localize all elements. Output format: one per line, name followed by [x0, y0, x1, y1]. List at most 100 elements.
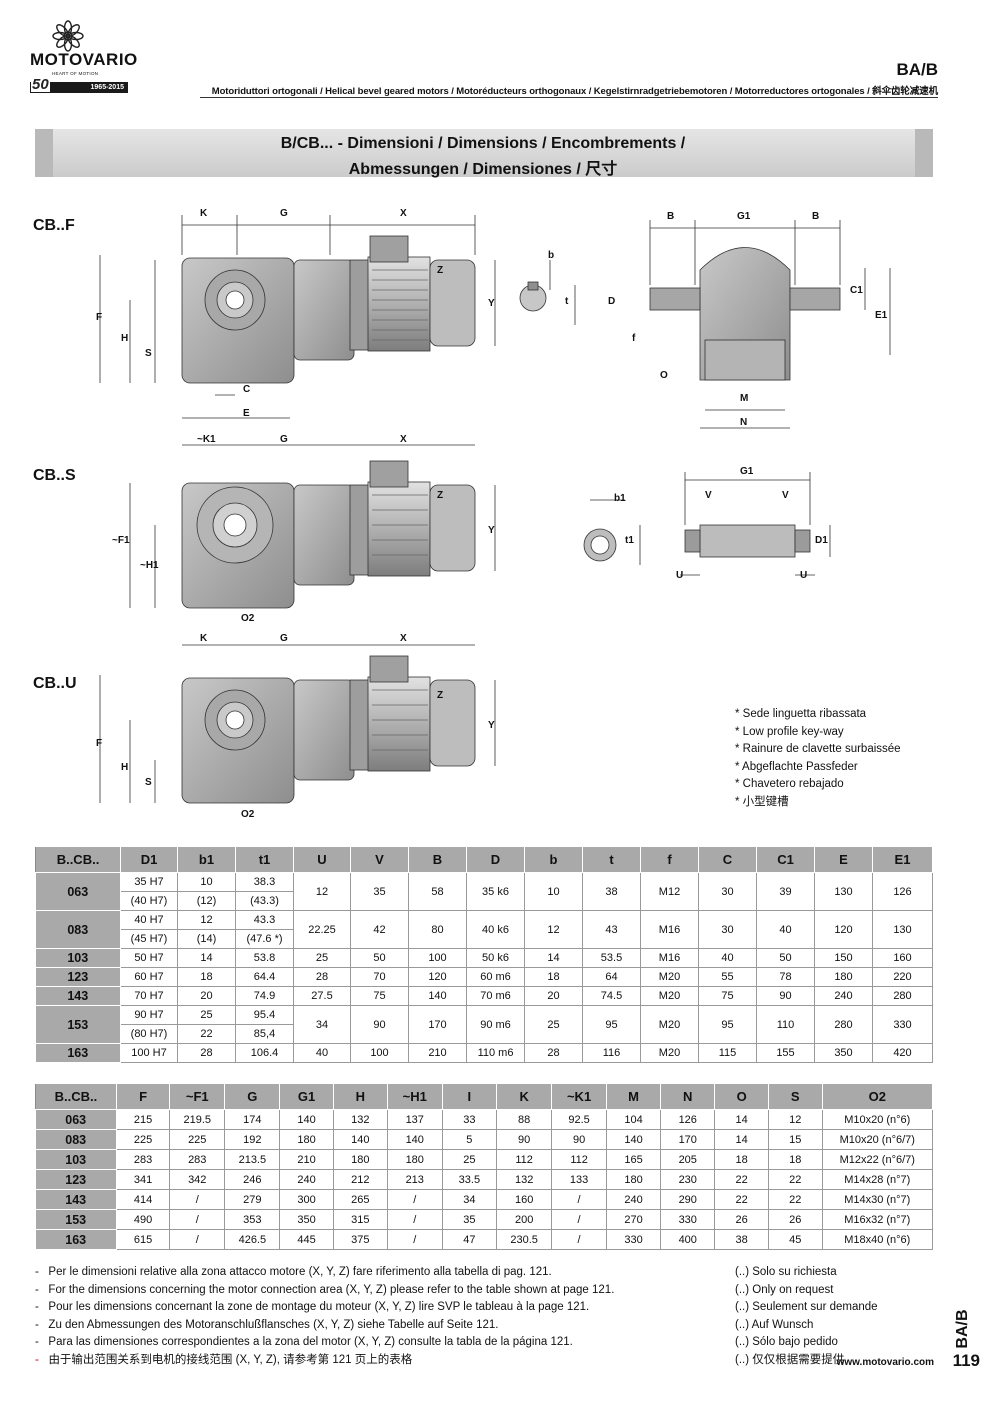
table-cell: 22: [714, 1169, 769, 1190]
table-cell: 120: [408, 967, 467, 987]
column-header: b: [524, 846, 583, 873]
table-cell: 40: [756, 910, 815, 949]
dim-label: b: [548, 250, 555, 261]
table-cell: 106.4: [235, 1043, 294, 1063]
dim-label: F: [96, 312, 103, 323]
table-cell: 90: [496, 1129, 553, 1150]
anniversary-years: 1965-2015: [30, 82, 128, 93]
keyway-note: * 小型键槽: [735, 795, 789, 808]
table-cell: 112: [496, 1149, 553, 1170]
footnote: - Per le dimensioni relative alla zona a…: [35, 1266, 552, 1278]
dim-label: Y: [488, 298, 495, 309]
table-cell: 40: [293, 1043, 351, 1063]
table-cell: 53.5: [582, 948, 641, 968]
table-cell: 42: [350, 910, 409, 949]
table-cell: 60 H7: [120, 967, 178, 987]
table-cell: 22: [714, 1189, 769, 1210]
table-cell: 280: [872, 986, 933, 1006]
cbs-bore-detail: [583, 499, 641, 565]
table-cell: M12x22 (n°6/7): [821, 1149, 934, 1170]
dim-label: ~F1: [112, 535, 130, 546]
cbu-side-view: [99, 644, 496, 804]
page-title-line2: Abmessungen / Dimensiones / 尺寸: [348, 161, 618, 178]
table-cell: 20: [177, 986, 236, 1006]
website-link[interactable]: www.motovario.com: [836, 1357, 934, 1368]
table-cell: 50 k6: [466, 948, 525, 968]
table-cell: 246: [224, 1169, 281, 1190]
dim-label: M: [740, 393, 749, 404]
column-header: U: [293, 846, 351, 873]
table-cell: M14x28 (n°7): [821, 1169, 934, 1190]
table-cell: 60 m6: [466, 967, 525, 987]
table-cell: 160: [496, 1189, 553, 1210]
column-header: H: [332, 1083, 388, 1110]
on-request-note: (..) Auf Wunsch: [735, 1318, 814, 1331]
table-cell: 27.5: [293, 986, 351, 1006]
table-cell: 265: [332, 1189, 388, 1210]
column-header: V: [350, 846, 409, 873]
row-header: 143: [35, 1189, 117, 1210]
column-header: S: [767, 1083, 823, 1110]
table-cell: M16: [640, 948, 699, 968]
table-cell: 70 m6: [466, 986, 525, 1006]
table-cell: 14: [714, 1109, 769, 1130]
table-cell: 26: [714, 1209, 769, 1230]
table-cell: 420: [872, 1043, 933, 1063]
table-cell: 18: [177, 967, 236, 987]
table-cell: 615: [115, 1229, 171, 1250]
table-cell: 240: [605, 1189, 662, 1210]
table-cell: 53.8: [235, 948, 294, 968]
row-header: 063: [35, 1109, 117, 1130]
table-cell: 490: [115, 1209, 171, 1230]
table-cell: 75: [698, 986, 757, 1006]
row-header: 153: [35, 1209, 117, 1230]
dim-label: N: [740, 417, 748, 428]
table-cell: 104: [605, 1109, 662, 1130]
dim-label: b1: [614, 493, 626, 504]
on-request-note: (..) Only on request: [735, 1283, 834, 1296]
column-header: C1: [756, 846, 815, 873]
table-cell: 132: [332, 1109, 388, 1130]
section-code: BA/B: [896, 60, 938, 79]
cbs-side-view: [129, 444, 496, 609]
column-header: O: [714, 1083, 769, 1110]
dim-label: G1: [737, 211, 751, 222]
table-cell: 50: [756, 948, 815, 968]
dim-label: O: [660, 370, 668, 381]
table-cell: 70: [350, 967, 409, 987]
table-cell: 80: [408, 910, 467, 949]
table-cell: 140: [408, 986, 467, 1006]
table-cell: 25: [177, 1005, 236, 1025]
column-header: D1: [120, 846, 178, 873]
dim-label: Z: [437, 490, 444, 501]
footnotes: - Per le dimensioni relative alla zona a…: [35, 1264, 614, 1369]
table-cell: 174: [224, 1109, 281, 1130]
table-cell: 90: [350, 1005, 409, 1044]
row-header: 153: [35, 1005, 121, 1044]
table-cell: 210: [279, 1149, 334, 1170]
row-header: 103: [35, 948, 121, 968]
table-cell: /: [551, 1229, 607, 1250]
table-cell: 110: [756, 1005, 815, 1044]
table-cell: 28: [293, 967, 351, 987]
table-cell: 10: [177, 872, 236, 892]
dim-label: U: [676, 570, 684, 581]
table-cell: 12: [293, 872, 351, 911]
dim-label: t1: [625, 535, 634, 546]
table-cell: 75: [350, 986, 409, 1006]
table-cell: 110 m6: [466, 1043, 525, 1063]
table-cell: 20: [524, 986, 583, 1006]
table-cell: 215: [115, 1109, 171, 1130]
row-header: 083: [35, 910, 121, 949]
table-cell: 220: [872, 967, 933, 987]
table-cell: /: [169, 1209, 226, 1230]
table-cell: 115: [698, 1043, 757, 1063]
dimensions-table-2: B..CB.. F ~F1 G G1 H ~H1 I K ~K1 M N O S…: [35, 1083, 934, 1250]
header-subtitle: Motoriduttori ortogonali / Helical bevel…: [211, 86, 938, 97]
table-cell: 225: [115, 1129, 171, 1150]
table-cell: M18x40 (n°6): [821, 1229, 934, 1250]
table-cell: 95: [698, 1005, 757, 1044]
row-header: 123: [35, 1169, 117, 1190]
table-cell: 120: [814, 910, 873, 949]
